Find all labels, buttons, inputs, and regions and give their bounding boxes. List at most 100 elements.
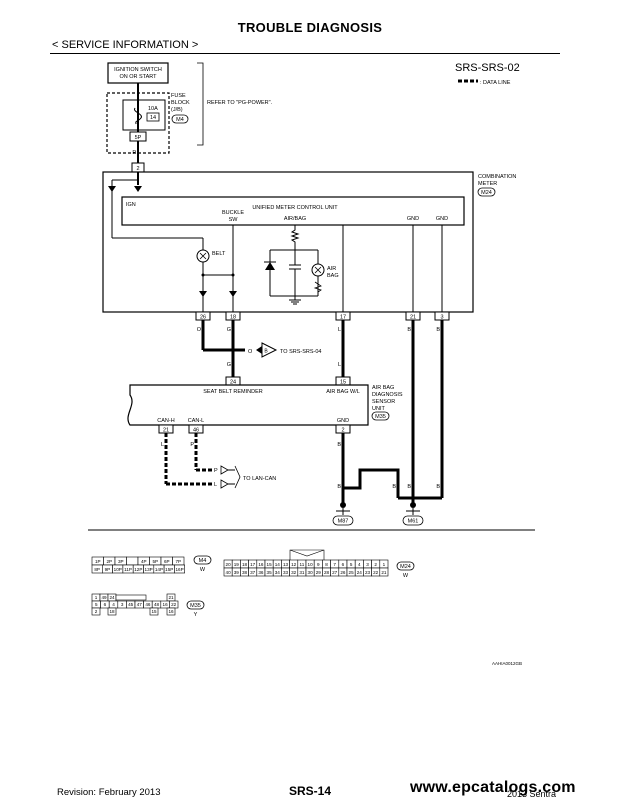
connector-m24-pin: 21: [381, 570, 387, 575]
connector-m24-pin: 16: [258, 562, 264, 567]
lan-wire-color: L: [214, 482, 217, 488]
branch-connector-label: B: [264, 349, 268, 355]
connector-m4-pin: 11P: [124, 567, 132, 572]
connector-m24-pin: 29: [316, 570, 322, 575]
connector-m4-pin: 4P: [141, 559, 147, 564]
connector-m4-pin: 12P: [134, 567, 142, 572]
meter-terminal-2: 2: [136, 166, 139, 172]
connector-m4-pin: 16P: [175, 567, 183, 572]
sensor-terminal: 15: [340, 380, 346, 386]
lan-wire-color: P: [214, 468, 218, 474]
connector-m24-latch-icon: [289, 549, 325, 560]
connector-m35-pin: 3: [121, 602, 124, 607]
fuse-block-label-1: FUSE: [171, 93, 186, 99]
connector-m24-pin: 38: [242, 570, 248, 575]
connector-m35-pin: 45: [128, 602, 134, 607]
to-srs-srs-04-link[interactable]: TO SRS-SRS-04: [280, 349, 321, 355]
connector-m24-pin: 24: [357, 570, 363, 575]
wire-color: B: [436, 327, 440, 333]
connector-m24-pin: 10: [308, 562, 314, 567]
unified-meter-control-unit-label: UNIFIED METER CONTROL UNIT: [252, 205, 338, 211]
combination-meter-connector: M24: [481, 190, 492, 196]
connector-m24-pin: 6: [342, 562, 345, 567]
fuse-terminal: 5P: [135, 135, 142, 141]
connector-m4-pin: 7P: [175, 559, 181, 564]
seat-belt-reminder-label: SEAT BELT REMINDER: [203, 389, 263, 395]
sensor-unit-label-4: UNIT: [372, 406, 385, 412]
wire-color-p: P: [132, 150, 136, 156]
data-line-legend: : DATA LINE: [480, 80, 511, 86]
connector-m24-color: W: [403, 573, 409, 579]
ground-wire-color: B: [407, 484, 411, 490]
connector-m24-pin: 32: [291, 570, 297, 575]
can-terminal: 46: [193, 428, 199, 434]
combination-meter-label-2: METER: [478, 181, 497, 187]
connector-m35-pin: 24: [109, 595, 115, 600]
fuse-rating: 10A: [148, 106, 158, 112]
connector-m35-pin: 22: [171, 602, 177, 607]
connector-m24-pin: 5: [350, 562, 353, 567]
airbag-lamp-label-1: AIR: [327, 266, 336, 272]
connector-m4-pin: 8P: [94, 567, 100, 572]
connector-m35-pin: 21: [168, 595, 174, 600]
connector-m35-id: M35: [190, 603, 201, 609]
gnd-label-2: GND: [436, 216, 448, 222]
branch-arrow-icon: [256, 346, 262, 354]
to-lan-can-link[interactable]: TO LAN-CAN: [243, 476, 276, 482]
fuse-number: 14: [150, 115, 156, 121]
meter-terminal: 3: [440, 315, 443, 321]
connector-m24-pin: 9: [317, 562, 320, 567]
connector-m35-pin: 5: [95, 602, 98, 607]
buckle-sw-label-2: SW: [229, 217, 239, 223]
resistor-icon: [290, 225, 300, 250]
footer-revision: Revision: February 2013: [57, 787, 161, 798]
connector-m24-pin: 40: [226, 570, 232, 575]
unified-meter-control-unit-box: [121, 196, 465, 226]
connector-m24-pin: 19: [234, 562, 240, 567]
connector-m35-pin: 47: [137, 602, 143, 607]
connector-m24-pin: 33: [283, 570, 289, 575]
ground-wire-color: B: [337, 442, 341, 448]
connector-m35-pin: 48: [154, 602, 160, 607]
figure-id: AAHIA0012GB: [492, 661, 522, 666]
can-wire-color: L: [161, 442, 164, 448]
connector-m35-pin: 4: [112, 602, 115, 607]
connector-m24-pin: 26: [340, 570, 346, 575]
meter-terminal: 18: [230, 315, 236, 321]
wire-color: L: [338, 327, 341, 333]
connector-m24-pin: 17: [250, 562, 256, 567]
wire-color-g: G: [227, 362, 231, 368]
ignition-switch-label-2: ON OR START: [119, 74, 157, 80]
connector-m24-pin: 20: [226, 562, 232, 567]
header-rule: [50, 53, 560, 54]
sensor-unit-box: [127, 384, 369, 426]
sensor-unit-label-1: AIR BAG: [372, 385, 394, 391]
wire-color: B: [407, 327, 411, 333]
connector-m4-pin: 1P: [95, 559, 101, 564]
ground-wire-color: B: [392, 484, 396, 490]
connector-m4-pin: 10P: [114, 567, 122, 572]
air-bag-wl-label: AIR BAG W/L: [326, 389, 360, 395]
belt-lamp-label: BELT: [212, 251, 226, 257]
connector-m4-id: M4: [199, 558, 207, 564]
connector-m24-pin: 8: [325, 562, 328, 567]
diagram-code: SRS-SRS-02: [455, 62, 520, 74]
section-breadcrumb[interactable]: < SERVICE INFORMATION >: [52, 39, 199, 51]
connector-m24-pin: 28: [324, 570, 330, 575]
connector-m24-pin: 12: [291, 562, 297, 567]
meter-terminal: 21: [410, 315, 416, 321]
sensor-unit-label-3: SENSOR: [372, 399, 395, 405]
connector-m4-color: W: [200, 567, 206, 573]
connector-m24-id: M24: [400, 564, 411, 570]
airbag-lamp-label-2: BAG: [327, 273, 339, 279]
connector-m35-pin: 49: [101, 595, 107, 600]
connector-m4-pin: 9P: [105, 567, 111, 572]
ground-label: M87: [338, 519, 349, 525]
connector-m4-pin: 13P: [145, 567, 153, 572]
air-bag-label: AIR/BAG: [284, 216, 306, 222]
zener-diode-icon: [265, 262, 275, 270]
branch-wire-color: O: [248, 349, 253, 355]
connector-m4-pin: 5P: [152, 559, 158, 564]
